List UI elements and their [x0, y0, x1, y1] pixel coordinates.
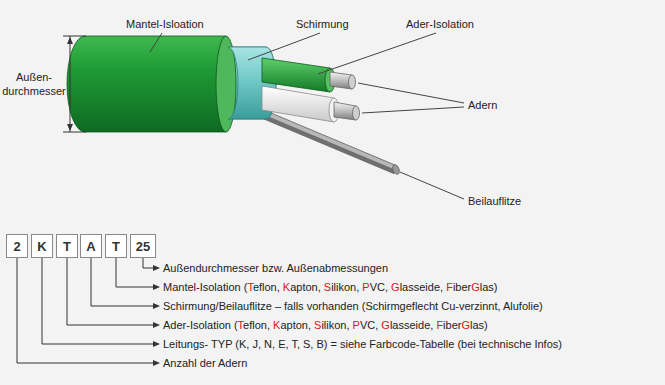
leader-line — [150, 33, 162, 52]
part-label: Schirmung — [296, 17, 349, 31]
part-label: Mantel-Isloation — [126, 17, 204, 31]
code-box: 25 — [130, 234, 156, 258]
part-label: Ader-Isolation — [406, 17, 474, 31]
drain-wire-end — [391, 164, 400, 176]
part-label: Beilauflitze — [468, 194, 521, 208]
leader-line — [318, 33, 436, 74]
white-wire-insulation — [262, 86, 334, 122]
leader-line — [42, 258, 153, 344]
code-description: Schirmung/Beilauflitze – falls vorhanden… — [163, 299, 543, 313]
code-box: A — [80, 234, 102, 258]
dimension-label: Außen- durchmesser — [2, 70, 66, 98]
code-description: Außendurchmesser bzw. Außenabmessungen — [163, 261, 388, 275]
green-wire-insulation — [262, 58, 330, 92]
code-letter: A — [86, 239, 95, 254]
leader-arrow — [153, 303, 160, 309]
dimension-tick — [63, 36, 86, 37]
code-description: Leitungs- TYP (K, J, N, E, T, S, B) = si… — [163, 337, 562, 351]
part-label: Adern — [468, 98, 497, 112]
dimension-line — [70, 36, 71, 132]
dimension-tick — [63, 132, 86, 133]
code-letter: 25 — [136, 239, 150, 254]
code-letter: T — [112, 239, 120, 254]
leader-arrow — [153, 265, 160, 271]
conductor-end — [349, 75, 356, 89]
leader-line — [116, 258, 153, 287]
code-description: Ader-Isolation (Teflon, Kapton, Silikon,… — [163, 318, 488, 332]
code-description: Mantel-Isolation (Teflon, Kapton, Siliko… — [163, 280, 498, 294]
leader-arrow — [153, 341, 160, 347]
dimension-arrow — [67, 37, 73, 44]
leader-line — [67, 258, 153, 325]
leader-line — [400, 172, 464, 199]
leader-arrow — [153, 284, 160, 290]
code-box: K — [31, 234, 53, 258]
leader-arrow — [153, 322, 160, 328]
dimension-arrow — [67, 124, 73, 131]
leader-arrow — [153, 360, 160, 366]
leader-line — [362, 107, 464, 113]
leader-line — [17, 258, 153, 363]
leader-line — [358, 83, 464, 103]
code-box: T — [105, 234, 127, 258]
cable-jacket — [67, 36, 226, 132]
code-letter: K — [37, 239, 46, 254]
code-box: T — [56, 234, 78, 258]
code-description: Anzahl der Adern — [163, 356, 247, 370]
code-box: 2 — [6, 234, 28, 258]
leader-line — [143, 258, 153, 268]
code-letter: T — [63, 239, 71, 254]
code-letter: 2 — [13, 239, 20, 254]
leader-line — [91, 258, 153, 306]
conductor-end — [353, 106, 360, 120]
leader-line — [248, 33, 320, 60]
